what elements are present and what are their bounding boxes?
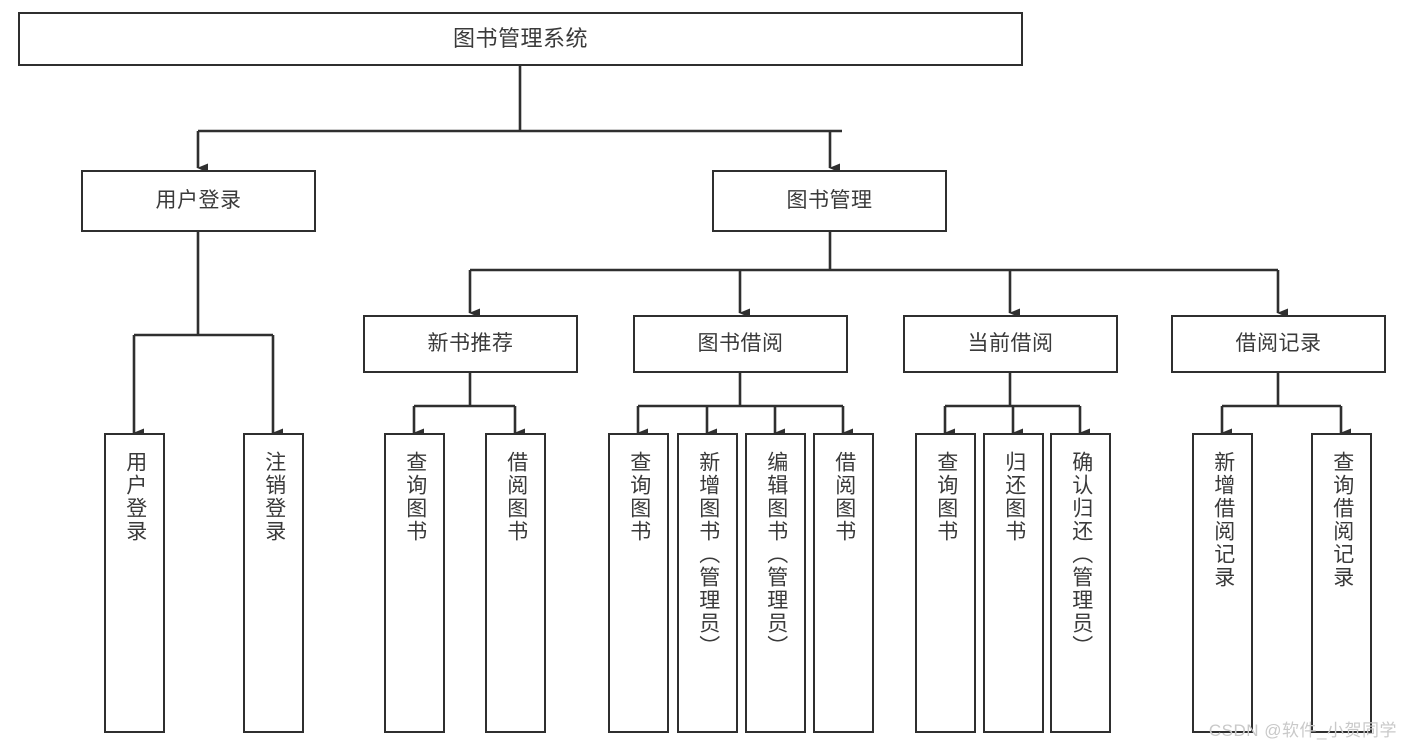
node-label: 编辑图书（管理员） (764, 451, 788, 658)
node-label: 借阅图书 (504, 451, 528, 543)
leaf-record-add-record[interactable]: 新增借阅记录 (1192, 433, 1253, 733)
leaf-current-query-book[interactable]: 查询图书 (915, 433, 976, 733)
node-label: 新增借阅记录 (1211, 451, 1235, 589)
node-label: 当前借阅 (967, 331, 1054, 355)
leaf-borrow-add-book-admin[interactable]: 新增图书（管理员） (677, 433, 738, 733)
node-new-book-recommend[interactable]: 新书推荐 (363, 315, 578, 373)
leaf-user-login-login[interactable]: 用户登录 (104, 433, 165, 733)
node-label: 新增图书（管理员） (696, 451, 720, 658)
leaf-current-return-book[interactable]: 归还图书 (983, 433, 1044, 733)
node-label: 用户登录 (155, 188, 242, 212)
node-current-borrow[interactable]: 当前借阅 (903, 315, 1118, 373)
node-label: 用户登录 (123, 451, 147, 543)
leaf-record-query-record[interactable]: 查询借阅记录 (1311, 433, 1372, 733)
node-label: 查询借阅记录 (1330, 451, 1354, 589)
leaf-recommend-query-book[interactable]: 查询图书 (384, 433, 445, 733)
node-label: 图书管理 (786, 188, 873, 212)
leaf-borrow-edit-book-admin[interactable]: 编辑图书（管理员） (745, 433, 806, 733)
node-label: 归还图书 (1002, 451, 1026, 543)
node-label: 借阅图书 (832, 451, 856, 543)
node-label: 查询图书 (934, 451, 958, 543)
node-user-login[interactable]: 用户登录 (81, 170, 316, 232)
csdn-watermark: CSDN @软件_小贺同学 (1208, 721, 1397, 740)
leaf-current-confirm-return-admin[interactable]: 确认归还（管理员） (1050, 433, 1111, 733)
leaf-user-login-logout[interactable]: 注销登录 (243, 433, 304, 733)
node-root-system[interactable]: 图书管理系统 (18, 12, 1023, 66)
node-label: 查询图书 (403, 451, 427, 543)
node-label: 借阅记录 (1235, 331, 1322, 355)
node-label: 新书推荐 (427, 331, 514, 355)
leaf-borrow-query-book[interactable]: 查询图书 (608, 433, 669, 733)
leaf-recommend-borrow-book[interactable]: 借阅图书 (485, 433, 546, 733)
node-label: 确认归还（管理员） (1069, 451, 1093, 658)
node-label: 注销登录 (262, 451, 286, 543)
node-label: 图书借阅 (697, 331, 784, 355)
node-book-borrow[interactable]: 图书借阅 (633, 315, 848, 373)
node-borrow-record[interactable]: 借阅记录 (1171, 315, 1386, 373)
node-book-management[interactable]: 图书管理 (712, 170, 947, 232)
node-label: 查询图书 (627, 451, 651, 543)
leaf-borrow-borrow-book[interactable]: 借阅图书 (813, 433, 874, 733)
node-label: 图书管理系统 (452, 26, 588, 52)
